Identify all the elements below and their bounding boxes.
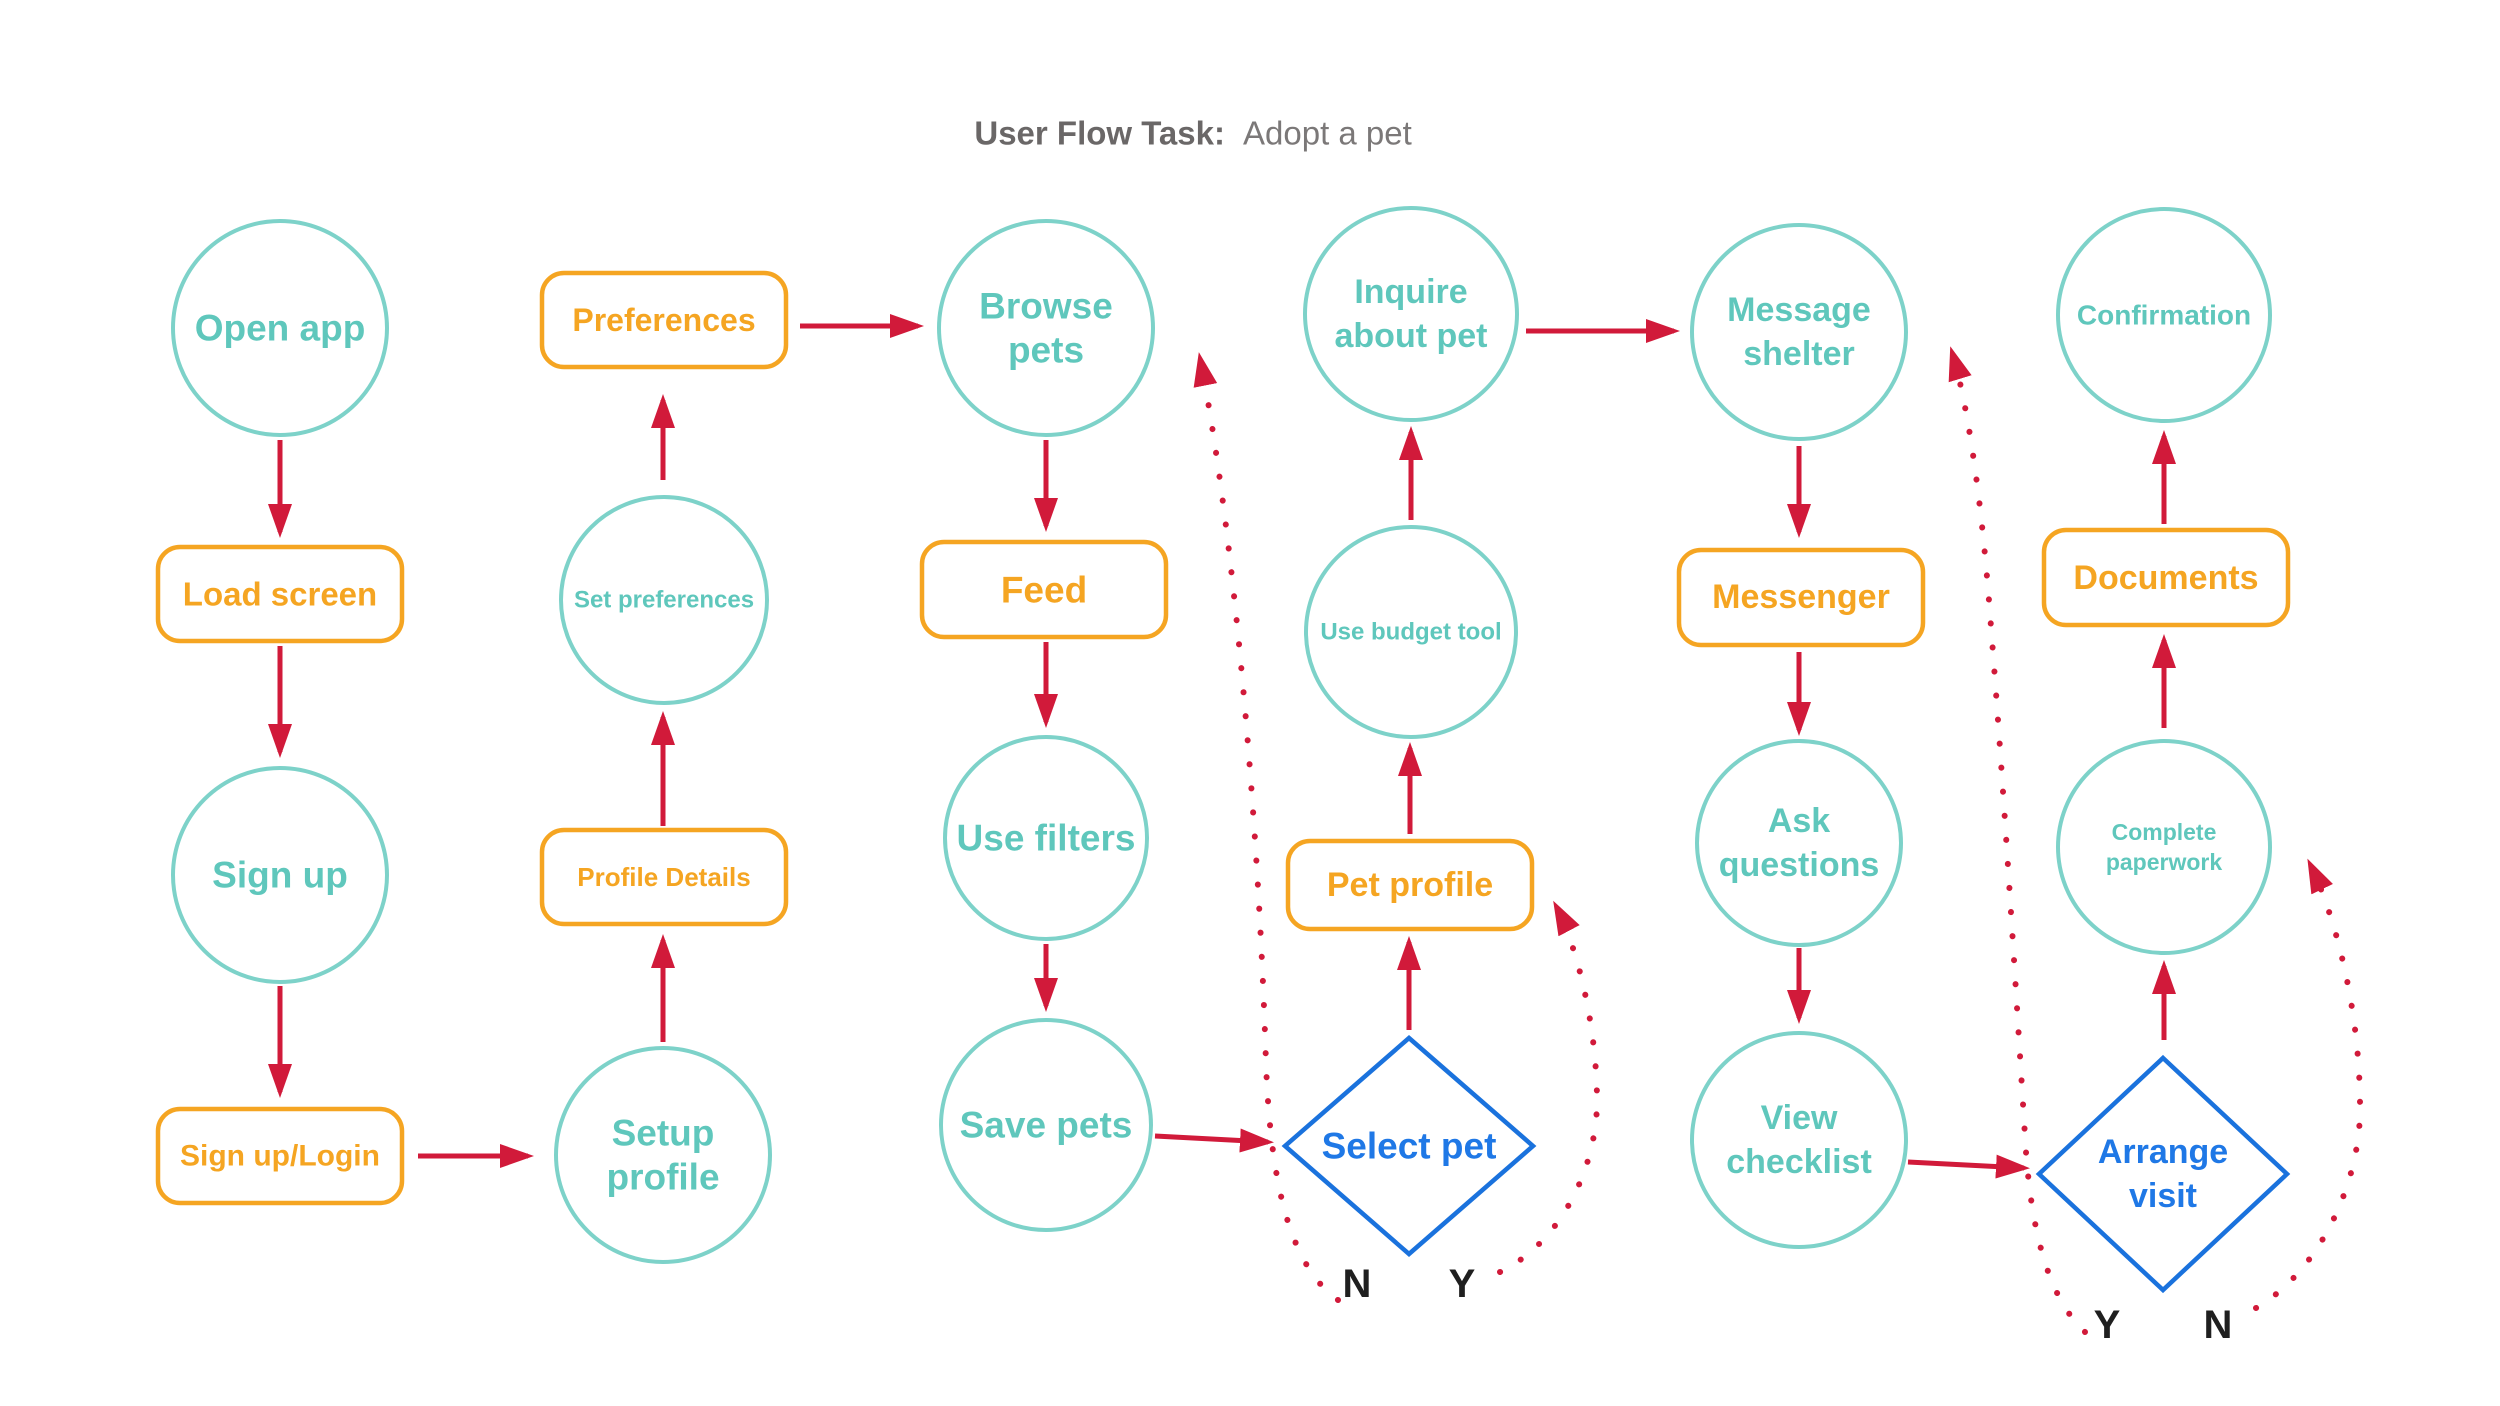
node-select-pet: Select pet <box>1281 1035 1537 1257</box>
node-messenger: Messenger <box>1676 547 1926 648</box>
complete-paperwork-label-line1: Complete <box>2112 819 2217 845</box>
inquire-about-pet-label-line2: about pet <box>1335 317 1488 355</box>
select-pet-shape <box>1281 1035 1537 1257</box>
complete-paperwork-shape <box>2056 739 2272 955</box>
load-screen-label: Load screen <box>183 576 377 613</box>
arrow-view-checklist-to-arrange-visit <box>1907 1154 2030 1179</box>
node-documents: Documents <box>2041 527 2291 628</box>
browse-pets-label-line2: pets <box>1008 330 1084 371</box>
select-pet-label: Select pet <box>1322 1126 1497 1167</box>
node-set-preferences: Set preferences <box>559 495 769 705</box>
open-app-label: Open app <box>195 308 366 349</box>
node-load-screen: Load screen <box>155 544 405 644</box>
node-save-pets: Save pets <box>939 1018 1153 1232</box>
node-view-checklist: View checklist <box>1690 1031 1908 1249</box>
setup-profile-label-line1: Setup <box>612 1113 715 1154</box>
node-message-shelter: Message shelter <box>1690 223 1908 441</box>
arrange-visit-yes-label: Y <box>2094 1303 2121 1347</box>
preferences-shape <box>539 270 789 370</box>
node-profile-details: Profile Details <box>539 827 789 927</box>
set-preferences-shape <box>559 495 769 705</box>
documents-shape <box>2041 527 2291 628</box>
node-arrange-visit: Arrange visit <box>2035 1054 2291 1294</box>
arrange-visit-shape <box>2035 1054 2291 1294</box>
arrange-visit-label-line1: Arrange <box>2098 1133 2228 1171</box>
complete-paperwork-label-line2: paperwork <box>2106 849 2223 875</box>
pet-profile-label: Pet profile <box>1327 866 1493 904</box>
view-checklist-label-line1: View <box>1761 1099 1838 1137</box>
node-sign-up-login: Sign up/Login <box>155 1106 405 1206</box>
dotted-arrow-arrange-visit-n-to-complete-paperwork <box>2253 858 2364 1311</box>
use-filters-label: Use filters <box>957 818 1136 859</box>
node-sign-up: Sign up <box>171 766 389 984</box>
open-app-shape <box>171 219 389 437</box>
diagram-title-bold: User Flow Task: <box>974 115 1225 152</box>
arrow-save-pets-to-select-pet <box>1154 1128 1274 1153</box>
arrange-visit-no-label: N <box>2204 1303 2233 1347</box>
select-pet-yes-label: Y <box>1449 1262 1476 1306</box>
sign-up-shape <box>171 766 389 984</box>
dotted-arrow-select-pet-y-to-pet-profile <box>1497 900 1601 1275</box>
node-inquire-about-pet: Inquire about pet <box>1303 206 1519 422</box>
inquire-about-pet-label-line1: Inquire <box>1354 273 1467 311</box>
ask-questions-shape <box>1695 739 1903 947</box>
node-pet-profile: Pet profile <box>1285 838 1535 932</box>
confirmation-shape <box>2056 207 2272 423</box>
view-checklist-label-line2: checklist <box>1726 1143 1872 1181</box>
node-open-app: Open app <box>171 219 389 437</box>
message-shelter-label-line1: Message <box>1727 291 1871 329</box>
sign-up-login-label: Sign up/Login <box>180 1140 380 1173</box>
load-screen-shape <box>155 544 405 644</box>
inquire-about-pet-shape <box>1303 206 1519 422</box>
node-use-budget-tool: Use budget tool <box>1304 525 1518 739</box>
select-pet-no-label: N <box>1343 1262 1372 1306</box>
preferences-label: Preferences <box>572 302 755 338</box>
node-setup-profile: Setup profile <box>554 1046 772 1264</box>
node-ask-questions: Ask questions <box>1695 739 1903 947</box>
feed-shape <box>919 539 1169 640</box>
sign-up-label: Sign up <box>212 855 348 896</box>
save-pets-shape <box>939 1018 1153 1232</box>
arrange-visit-label-line2: visit <box>2129 1177 2197 1215</box>
browse-pets-shape <box>937 219 1155 437</box>
diagram-title: Adopt a pet <box>1243 115 1412 152</box>
browse-pets-label-line1: Browse <box>979 286 1113 327</box>
message-shelter-shape <box>1690 223 1908 441</box>
node-use-filters: Use filters <box>943 735 1149 941</box>
node-complete-paperwork: Complete paperwork <box>2056 739 2272 955</box>
messenger-shape <box>1676 547 1926 648</box>
node-confirmation: Confirmation <box>2056 207 2272 423</box>
node-preferences: Preferences <box>539 270 789 370</box>
messenger-label: Messenger <box>1712 578 1890 616</box>
profile-details-label: Profile Details <box>577 862 750 892</box>
ask-questions-label-line1: Ask <box>1768 802 1830 840</box>
setup-profile-shape <box>554 1046 772 1264</box>
profile-details-shape <box>539 827 789 927</box>
documents-label: Documents <box>2073 559 2258 597</box>
node-browse-pets: Browse pets <box>937 219 1155 437</box>
use-filters-shape <box>943 735 1149 941</box>
node-feed: Feed <box>919 539 1169 640</box>
set-preferences-label: Set preferences <box>574 587 754 614</box>
use-budget-tool-label: Use budget tool <box>1320 619 1501 646</box>
setup-profile-label-line2: profile <box>606 1157 719 1198</box>
ask-questions-label-line2: questions <box>1719 846 1880 884</box>
use-budget-tool-shape <box>1304 525 1518 739</box>
dotted-arrow-select-pet-n-to-browse-pets <box>1193 352 1341 1303</box>
view-checklist-shape <box>1690 1031 1908 1249</box>
save-pets-label: Save pets <box>960 1105 1133 1146</box>
confirmation-label: Confirmation <box>2077 300 2251 331</box>
pet-profile-shape <box>1285 838 1535 932</box>
sign-up-login-shape <box>155 1106 405 1206</box>
feed-label: Feed <box>1001 570 1087 611</box>
message-shelter-label-line2: shelter <box>1743 335 1855 373</box>
